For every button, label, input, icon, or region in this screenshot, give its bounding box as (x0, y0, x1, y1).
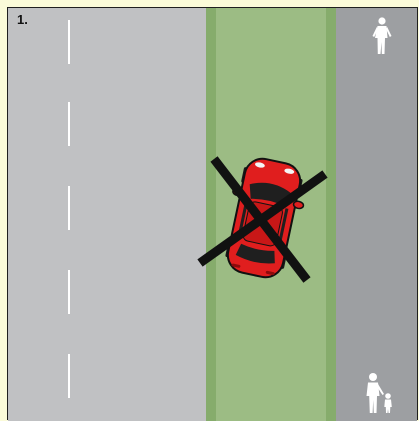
sidewalk (336, 8, 417, 421)
step-label: 1. (17, 12, 28, 27)
road-surface (8, 8, 206, 421)
